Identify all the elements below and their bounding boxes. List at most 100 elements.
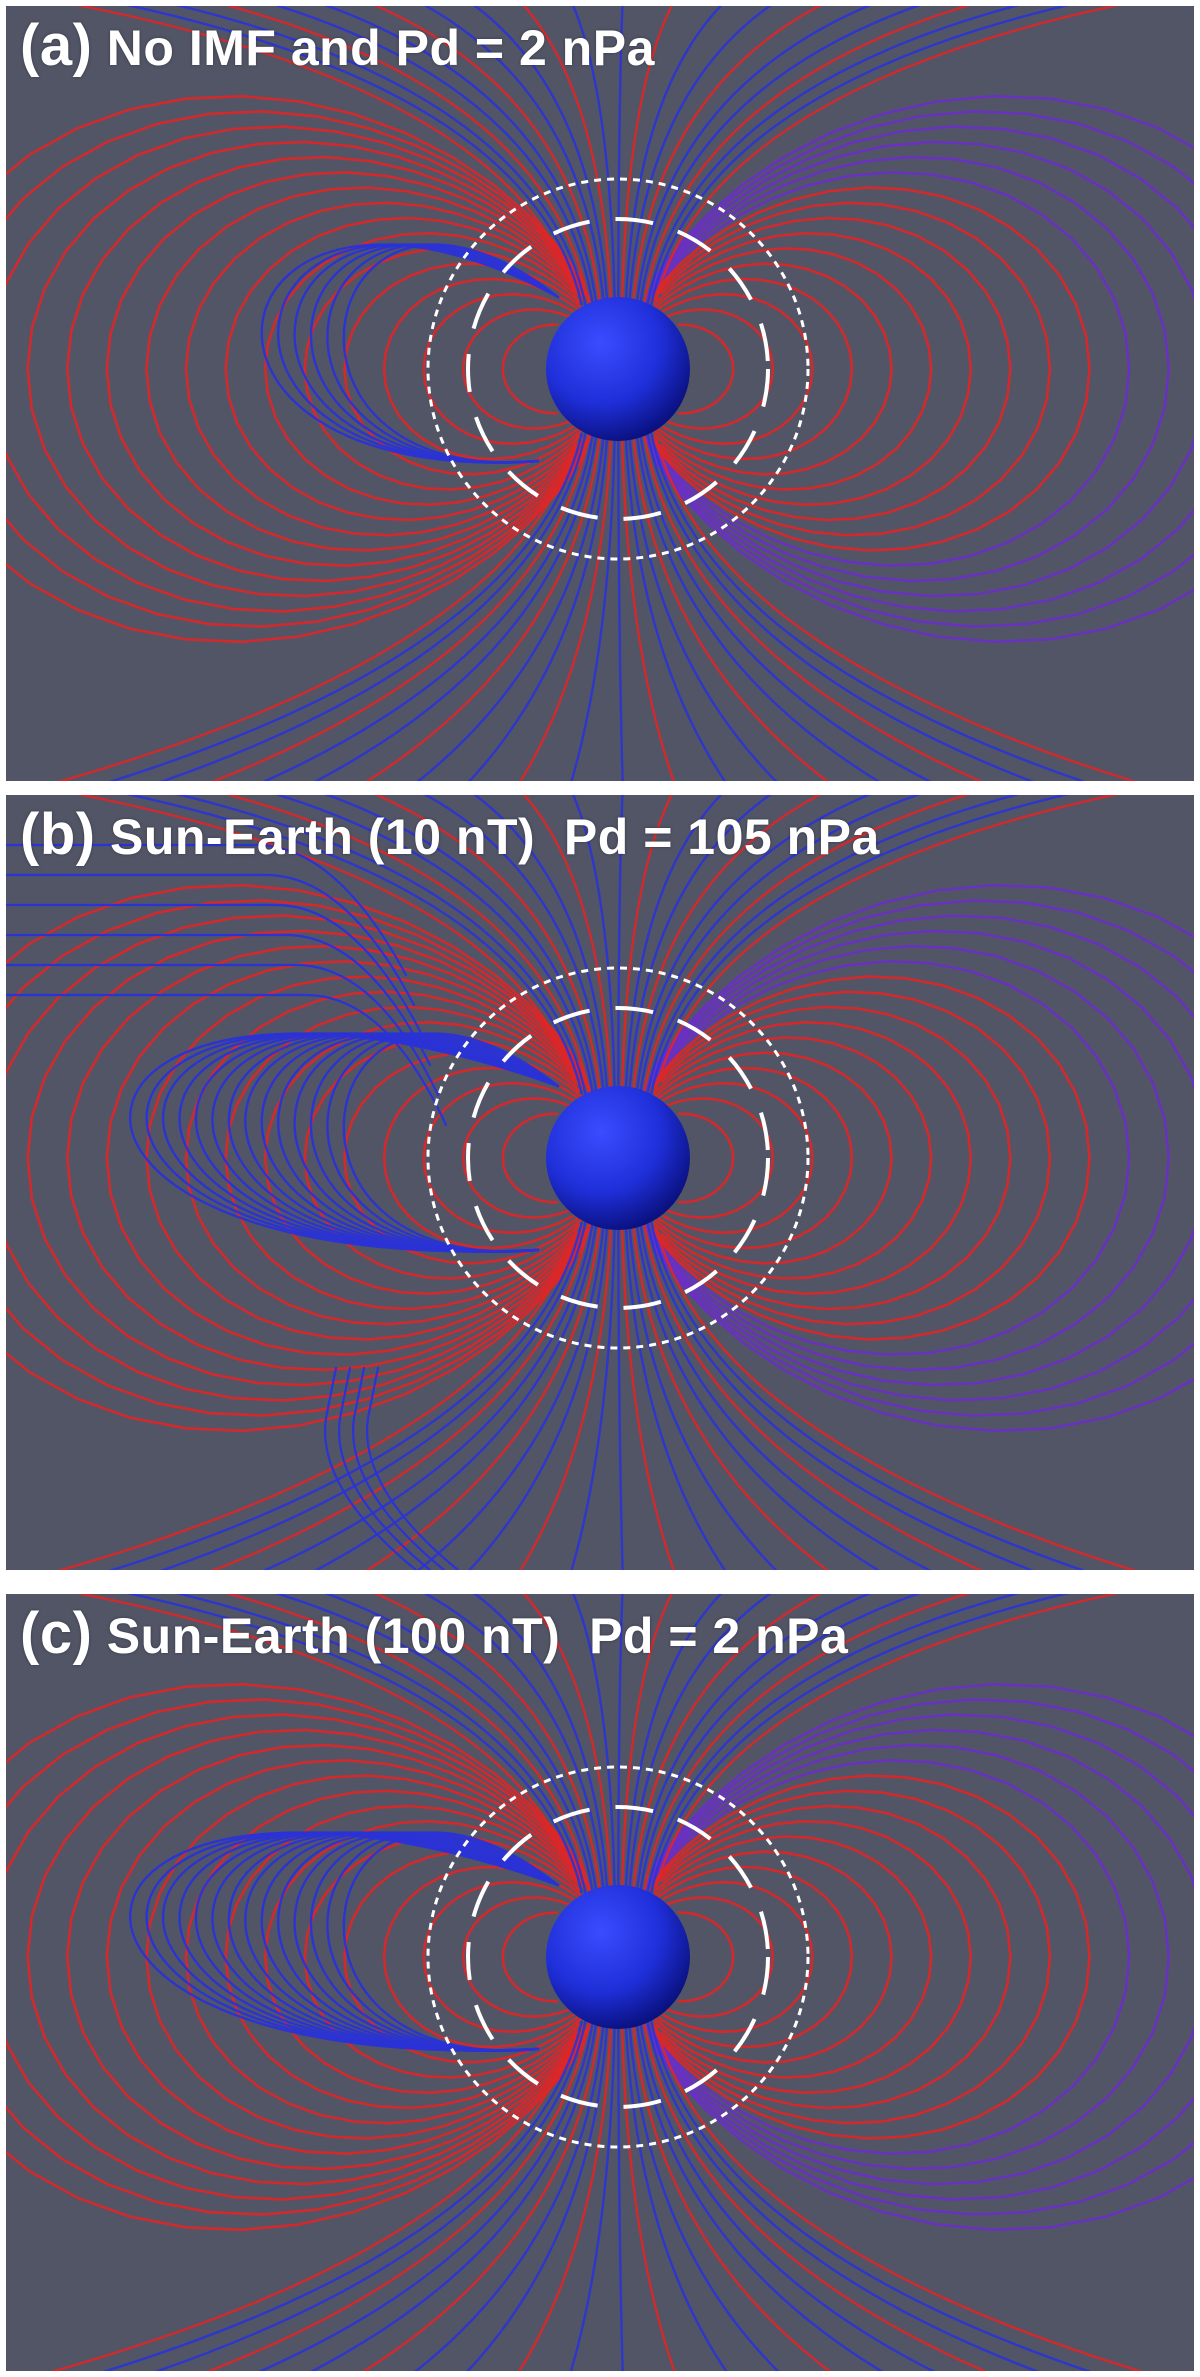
panel-b: (b) Sun-Earth (10 nT) Pd = 105 nPa bbox=[6, 795, 1194, 1570]
field-line bbox=[639, 1594, 921, 1894]
field-line bbox=[635, 795, 872, 1095]
field-line bbox=[653, 201, 1052, 537]
field-line bbox=[639, 1221, 932, 1570]
field-lines-b bbox=[6, 795, 1194, 1570]
field-line bbox=[263, 231, 576, 507]
field-line bbox=[657, 277, 854, 461]
field-line bbox=[366, 1366, 460, 1570]
field-line bbox=[159, 432, 587, 781]
field-line bbox=[677, 1112, 735, 1204]
field-line bbox=[654, 883, 1194, 1433]
field-line bbox=[642, 2020, 988, 2371]
field-line bbox=[655, 1835, 933, 2079]
field-line bbox=[382, 277, 579, 461]
field-line bbox=[423, 6, 605, 306]
field-line bbox=[105, 1758, 593, 2156]
field-line bbox=[326, 1831, 560, 2052]
field-line bbox=[649, 216, 1012, 522]
field-line bbox=[26, 1728, 589, 2186]
field-line bbox=[643, 170, 1131, 568]
field-line bbox=[416, 1221, 605, 1570]
field-line bbox=[617, 1221, 624, 1570]
field-line bbox=[65, 155, 591, 583]
field-line bbox=[628, 795, 772, 1095]
field-line bbox=[6, 1713, 587, 2201]
field-line bbox=[653, 1221, 1138, 1570]
field-line bbox=[423, 1594, 605, 1894]
field-line bbox=[649, 1713, 1194, 2201]
field-line bbox=[662, 1081, 814, 1235]
field-line bbox=[501, 323, 559, 415]
field-line bbox=[309, 1032, 560, 1253]
field-line bbox=[649, 914, 1194, 1402]
field-line bbox=[365, 432, 602, 781]
field-line bbox=[677, 1911, 735, 2003]
field-line bbox=[422, 292, 574, 446]
field-line bbox=[105, 170, 593, 568]
planet bbox=[546, 1885, 690, 2029]
field-line bbox=[473, 795, 609, 1095]
field-line bbox=[635, 1221, 881, 1570]
field-line bbox=[653, 2020, 1144, 2371]
field-line bbox=[128, 1032, 560, 1253]
panel-b-label: (b) Sun-Earth (10 nT) Pd = 105 nPa bbox=[20, 801, 880, 868]
field-line bbox=[570, 432, 616, 781]
field-line bbox=[108, 432, 583, 781]
field-line bbox=[631, 432, 829, 781]
field-line bbox=[522, 6, 613, 306]
panel-a-label: (a) No IMF and Pd = 2 nPa bbox=[20, 12, 655, 79]
field-line bbox=[274, 6, 594, 306]
field-line bbox=[263, 1020, 576, 1296]
field-line bbox=[277, 1032, 560, 1253]
field-line bbox=[657, 1865, 854, 2049]
field-line bbox=[6, 110, 585, 628]
panel-b-title: Sun-Earth (10 nT) Pd = 105 nPa bbox=[109, 809, 880, 865]
field-line bbox=[628, 2020, 780, 2371]
field-line bbox=[473, 1594, 609, 1894]
field-line bbox=[310, 2020, 598, 2371]
field-line bbox=[646, 6, 1021, 306]
field-line bbox=[125, 6, 583, 306]
field-line bbox=[639, 795, 921, 1095]
field-line bbox=[309, 1831, 560, 2052]
field-line bbox=[647, 929, 1194, 1387]
field-line bbox=[313, 432, 598, 781]
panel-a-title: No IMF and Pd = 2 nPa bbox=[106, 20, 655, 76]
field-line bbox=[655, 1036, 933, 1280]
field-line bbox=[645, 155, 1171, 583]
field-line bbox=[159, 1221, 587, 1570]
field-line bbox=[650, 432, 1086, 781]
field-line bbox=[501, 1112, 559, 1204]
field-line bbox=[663, 1097, 775, 1219]
field-line bbox=[631, 1221, 829, 1570]
field-line bbox=[628, 432, 778, 781]
field-line bbox=[65, 1743, 591, 2171]
field-line bbox=[6, 1682, 582, 2232]
field-line bbox=[263, 1819, 576, 2095]
field-line bbox=[76, 795, 580, 1095]
field-line bbox=[642, 1221, 983, 1570]
field-line bbox=[293, 243, 560, 464]
field-line bbox=[617, 432, 624, 781]
field-line bbox=[624, 2020, 728, 2371]
field-line bbox=[260, 243, 560, 464]
field-line bbox=[262, 432, 594, 781]
field-line bbox=[620, 432, 675, 781]
field-line bbox=[642, 1594, 971, 1894]
field-line bbox=[654, 1682, 1194, 2232]
field-line bbox=[662, 292, 814, 446]
field-line bbox=[326, 1032, 560, 1253]
field-line bbox=[647, 140, 1194, 598]
field-line bbox=[646, 795, 1021, 1095]
panel-a-letter: (a) bbox=[20, 13, 93, 78]
field-line bbox=[342, 1831, 560, 2052]
field-line bbox=[274, 1594, 594, 1894]
field-line bbox=[465, 2020, 609, 2371]
field-line bbox=[519, 432, 613, 781]
field-line bbox=[660, 1020, 973, 1296]
field-line bbox=[660, 231, 973, 507]
field-line bbox=[646, 1594, 1021, 1894]
field-line bbox=[274, 795, 594, 1095]
field-line bbox=[620, 2020, 676, 2371]
field-line bbox=[617, 2020, 624, 2371]
